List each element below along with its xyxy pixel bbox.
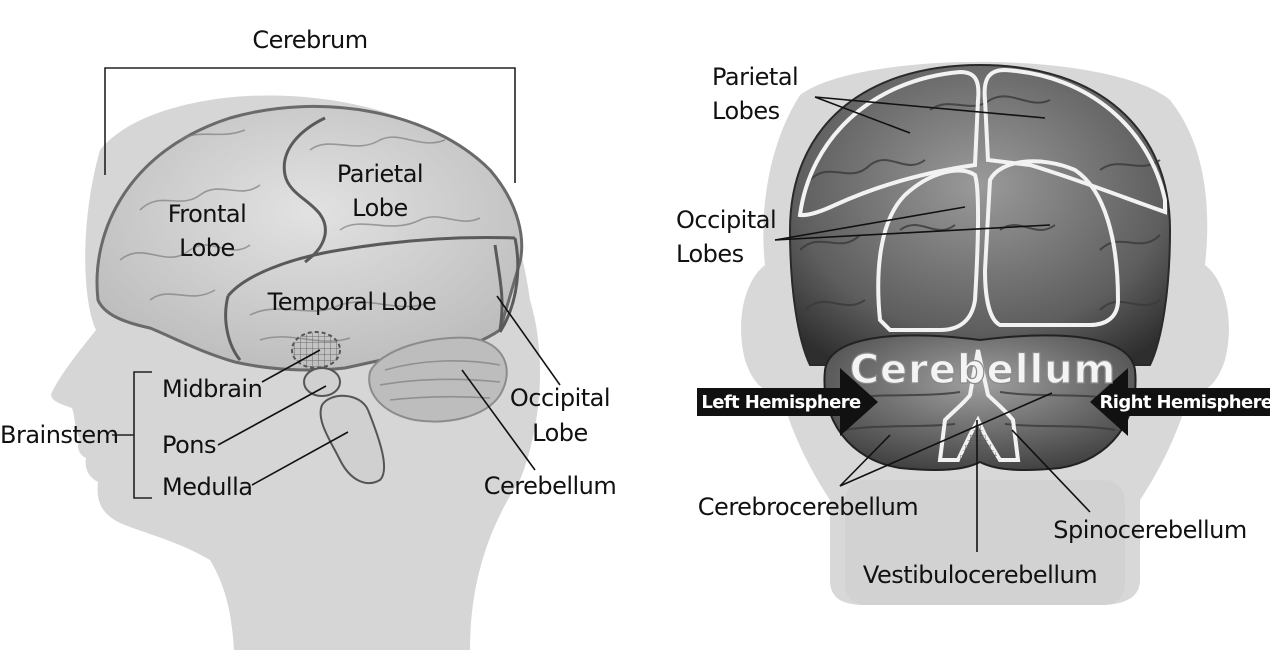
- label-cerebrum: Cerebrum: [252, 26, 367, 54]
- label-pons: Pons: [162, 431, 216, 459]
- label-occipital-lobe-1: Occipital: [510, 384, 610, 412]
- right-hemisphere-arrow: Right Hemisphere: [1090, 368, 1273, 436]
- neck: [845, 480, 1125, 605]
- label-frontal-lobe-1: Frontal: [168, 200, 247, 228]
- label-brainstem: Brainstem: [0, 421, 118, 449]
- label-left-hemisphere: Left Hemisphere: [701, 392, 861, 413]
- label-medulla: Medulla: [162, 473, 252, 501]
- brainstem-bracket: [112, 371, 152, 499]
- label-cerebrocerebellum: Cerebrocerebellum: [698, 493, 918, 521]
- left-hemisphere-arrow: Left Hemisphere: [697, 368, 878, 436]
- label-occipital-lobe-2: Lobe: [532, 419, 588, 447]
- pons-shape: [303, 367, 341, 397]
- midbrain-region: [291, 331, 341, 369]
- back-cerebellum-shape: [823, 334, 1137, 471]
- cerebrum-shape: [95, 104, 524, 372]
- label-cerebellum-title: Cerebellum: [850, 347, 1117, 393]
- label-vestibulocerebellum: Vestibulocerebellum: [863, 561, 1097, 589]
- medulla-shape: [319, 394, 385, 485]
- label-temporal-lobe: Temporal Lobe: [267, 288, 437, 316]
- label-frontal-lobe-2: Lobe: [179, 234, 235, 262]
- label-cerebellum-side: Cerebellum: [484, 472, 617, 500]
- label-occipital-lobes-2: Lobes: [676, 240, 744, 268]
- label-right-hemisphere: Right Hemisphere: [1100, 392, 1273, 413]
- label-spinocerebellum: Spinocerebellum: [1053, 516, 1247, 544]
- label-midbrain: Midbrain: [162, 375, 262, 403]
- label-parietal-lobes-2: Lobes: [712, 97, 780, 125]
- label-parietal-lobes-1: Parietal: [712, 63, 798, 91]
- label-occipital-lobes-1: Occipital: [676, 206, 776, 234]
- label-parietal-lobe-2: Lobe: [352, 194, 408, 222]
- side-view-figure: Cerebrum Frontal Lobe Parietal Lobe Temp…: [0, 26, 617, 651]
- cerebrum-bracket: [104, 67, 516, 183]
- label-parietal-lobe-1: Parietal: [337, 160, 423, 188]
- vestibulocerebellum-region: [958, 420, 1000, 460]
- back-view-figure: Left Hemisphere Right Hemisphere Cerebel…: [676, 61, 1273, 605]
